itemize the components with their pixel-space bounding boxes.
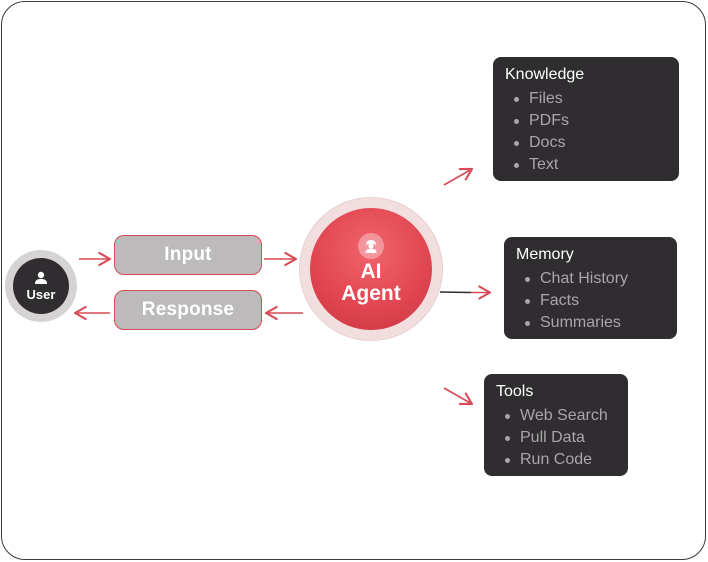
- knowledge-title: Knowledge: [505, 66, 585, 83]
- user-label: User: [26, 286, 56, 302]
- tools-list: Web Search Pull Data Run Code: [496, 405, 616, 471]
- agent-avatar-icon: [358, 233, 384, 259]
- list-item: Chat History: [516, 268, 665, 290]
- knowledge-list: Files PDFs Docs Text: [505, 88, 667, 176]
- list-item: Facts: [516, 290, 665, 312]
- knowledge-card[interactable]: Knowledge Files PDFs Docs Text: [493, 57, 679, 181]
- input-pill[interactable]: Input: [114, 235, 262, 275]
- tools-card[interactable]: Tools Web Search Pull Data Run Code: [484, 374, 628, 476]
- user-icon: [35, 271, 47, 284]
- memory-card[interactable]: Memory Chat History Facts Summaries: [504, 237, 677, 339]
- memory-title: Memory: [516, 246, 574, 263]
- tools-title: Tools: [496, 383, 534, 400]
- list-item: Text: [505, 154, 667, 176]
- list-item: PDFs: [505, 110, 667, 132]
- response-pill[interactable]: Response: [114, 290, 262, 330]
- ai-agent-circle: AI Agent: [310, 208, 432, 330]
- ai-agent-node[interactable]: AI Agent: [299, 197, 443, 341]
- list-item: Summaries: [516, 312, 665, 334]
- list-item: Pull Data: [496, 427, 616, 449]
- agent-label-line2: Agent: [341, 282, 401, 305]
- user-node[interactable]: User: [5, 250, 77, 322]
- list-item: Web Search: [496, 405, 616, 427]
- list-item: Run Code: [496, 449, 616, 471]
- list-item: Files: [505, 88, 667, 110]
- agent-label-line1: AI: [360, 260, 382, 283]
- user-circle: User: [13, 258, 69, 314]
- list-item: Docs: [505, 132, 667, 154]
- memory-list: Chat History Facts Summaries: [516, 268, 665, 334]
